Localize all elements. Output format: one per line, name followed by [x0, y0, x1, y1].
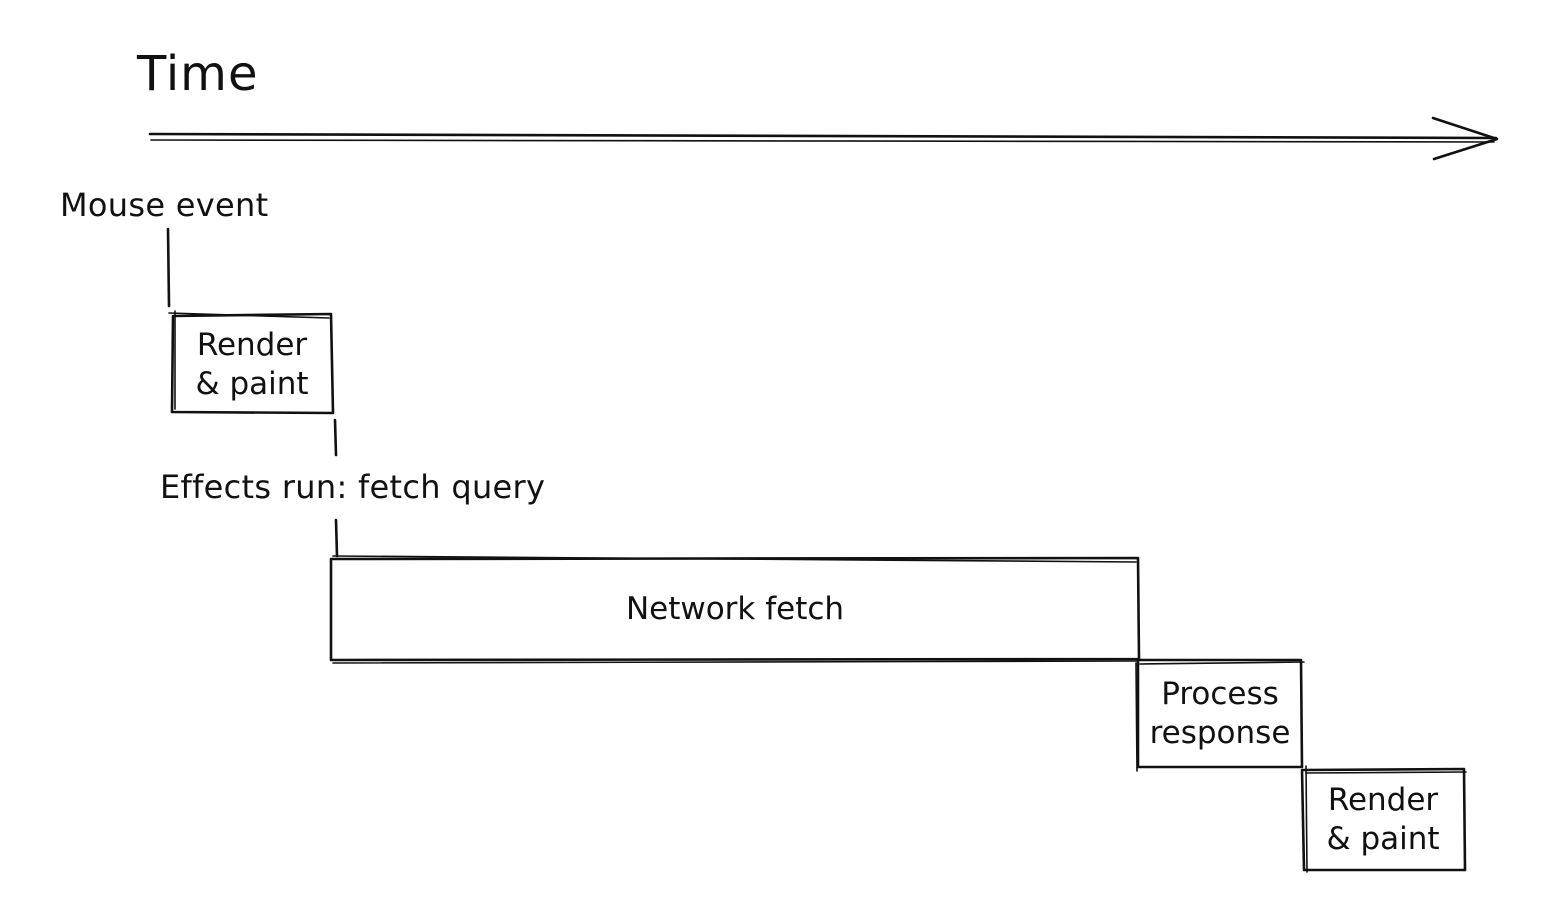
render-paint-1-line2: & paint — [195, 366, 309, 402]
process-response-line1: Process — [1161, 676, 1279, 712]
process-response-label: Process response — [1138, 675, 1302, 753]
render-paint-1-label: Render & paint — [174, 326, 330, 404]
time-axis-arrow — [148, 116, 1499, 161]
process-response-line2: response — [1149, 715, 1291, 751]
render-paint-1-line1: Render — [196, 327, 308, 363]
effects-run-label: Effects run: fetch query — [160, 468, 546, 506]
effects-run-tick — [333, 418, 338, 457]
mouse-event-label: Mouse event — [60, 186, 269, 224]
render-paint-box-2 — [1300, 765, 1467, 873]
render-paint-2-line2: & paint — [1326, 821, 1440, 857]
network-fetch-label: Network fetch — [331, 590, 1139, 629]
render-paint-box-1 — [168, 310, 335, 415]
mouse-event-tick — [166, 227, 171, 308]
render-paint-2-line1: Render — [1327, 782, 1439, 818]
process-response-box — [1135, 658, 1305, 772]
time-axis-title: Time — [137, 46, 259, 102]
fetch-start-tick — [334, 518, 339, 558]
network-fetch-line1: Network fetch — [625, 591, 845, 627]
render-paint-2-label: Render & paint — [1302, 781, 1464, 859]
